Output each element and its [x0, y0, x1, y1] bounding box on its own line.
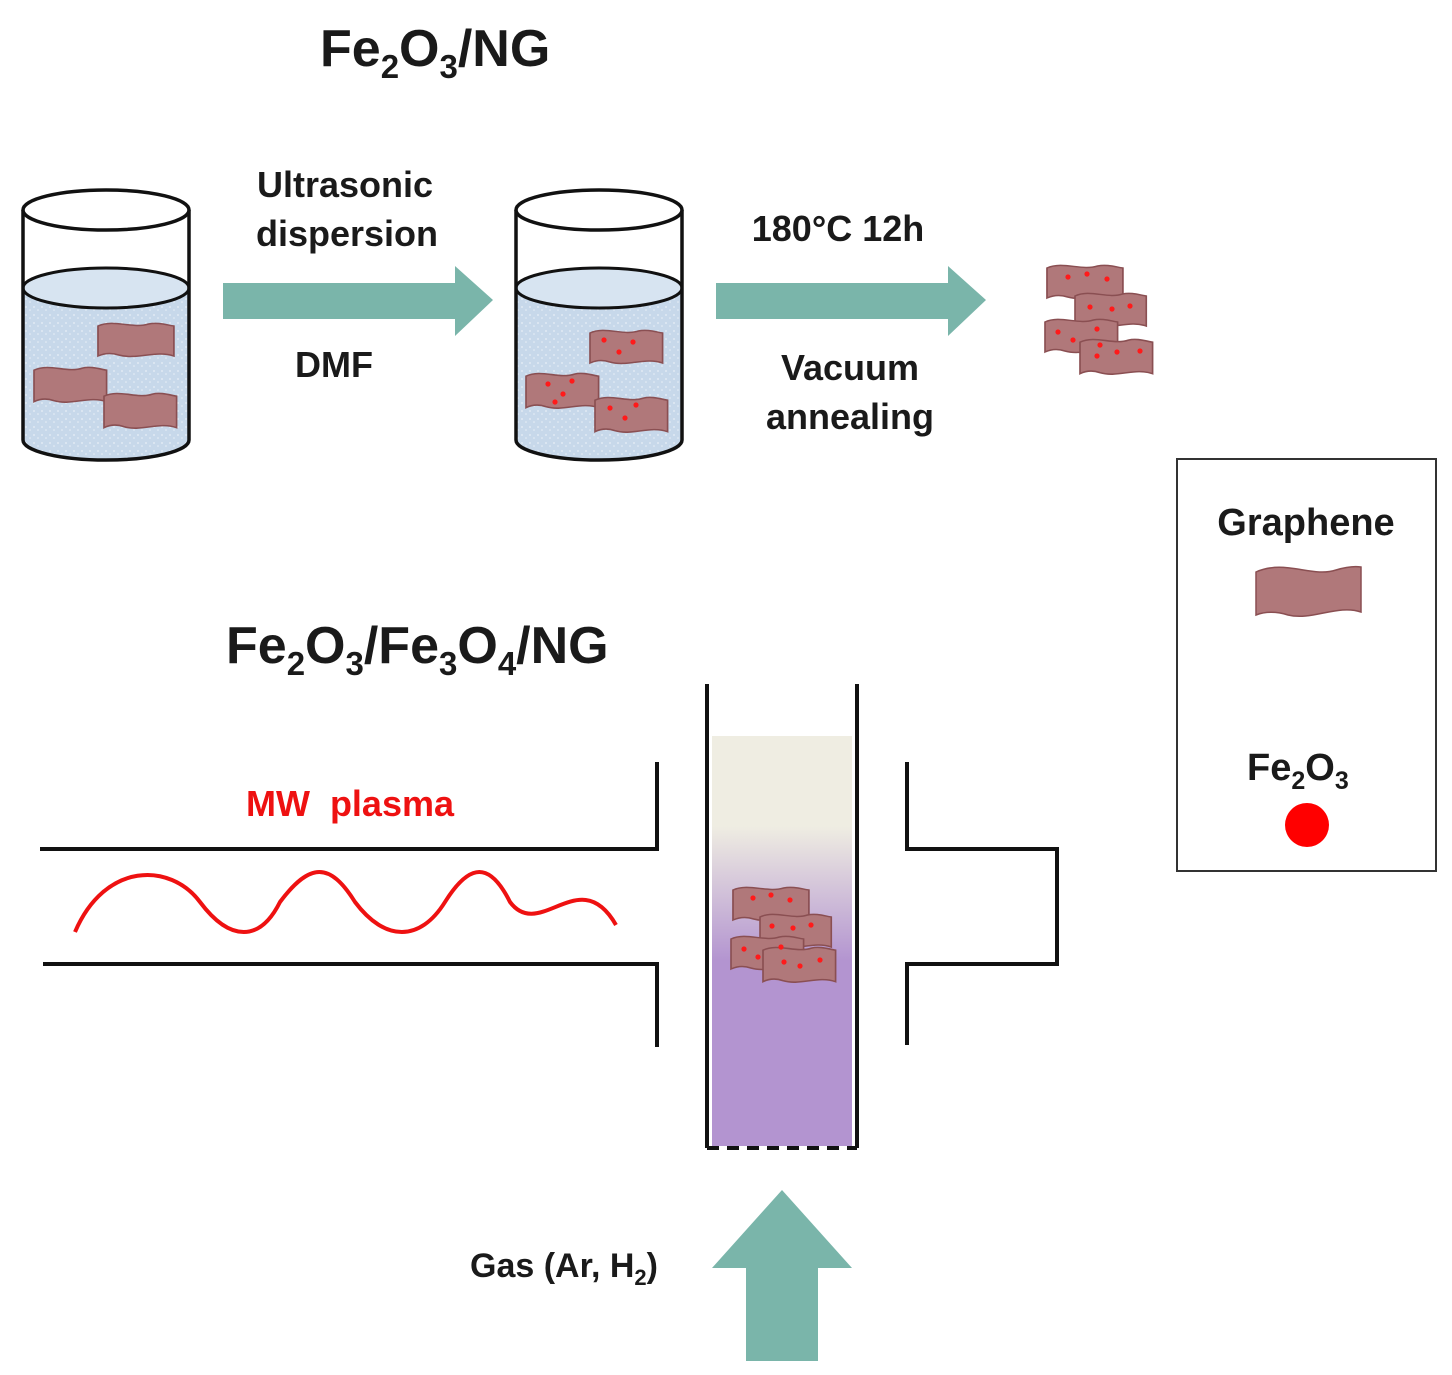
step1-solvent-label: DMF — [295, 344, 373, 385]
waveguide-right — [905, 762, 1059, 1045]
step2-condition-label: 180°C 12h — [752, 208, 925, 249]
fe2o3-particle-icon — [545, 337, 639, 421]
step1-label-line1: Ultrasonic — [257, 164, 433, 205]
waveguide — [40, 762, 659, 1047]
microwave-wave-icon — [73, 870, 618, 934]
gas-label: Gas (Ar, H2) — [470, 1247, 658, 1290]
step2-label-line2: annealing — [766, 396, 934, 437]
step2-label-line1: Vacuum — [781, 347, 919, 388]
graphene-sheet-icon — [1255, 565, 1362, 617]
product-cluster — [1044, 264, 1154, 376]
product-cluster — [730, 886, 837, 984]
legend: Graphene Fe2O3 — [1176, 458, 1437, 872]
beaker-icon — [514, 188, 684, 462]
beaker-icon — [21, 188, 191, 462]
step1-label-line2: dispersion — [256, 213, 438, 254]
arrow-right-icon — [223, 266, 493, 336]
top-title: Fe2O3/NG — [320, 20, 550, 85]
legend-fe2o3-label: Fe2O3 — [1247, 747, 1349, 795]
arrow-right-icon — [716, 266, 986, 336]
reactor-tube-icon — [705, 684, 859, 1150]
bottom-title: Fe2O3/Fe3O4/NG — [226, 617, 609, 682]
fe2o3-particle-icon — [1285, 803, 1329, 847]
legend-graphene-label: Graphene — [1217, 502, 1394, 544]
arrow-up-icon — [712, 1190, 852, 1361]
plasma-label: MW plasma — [246, 783, 455, 824]
